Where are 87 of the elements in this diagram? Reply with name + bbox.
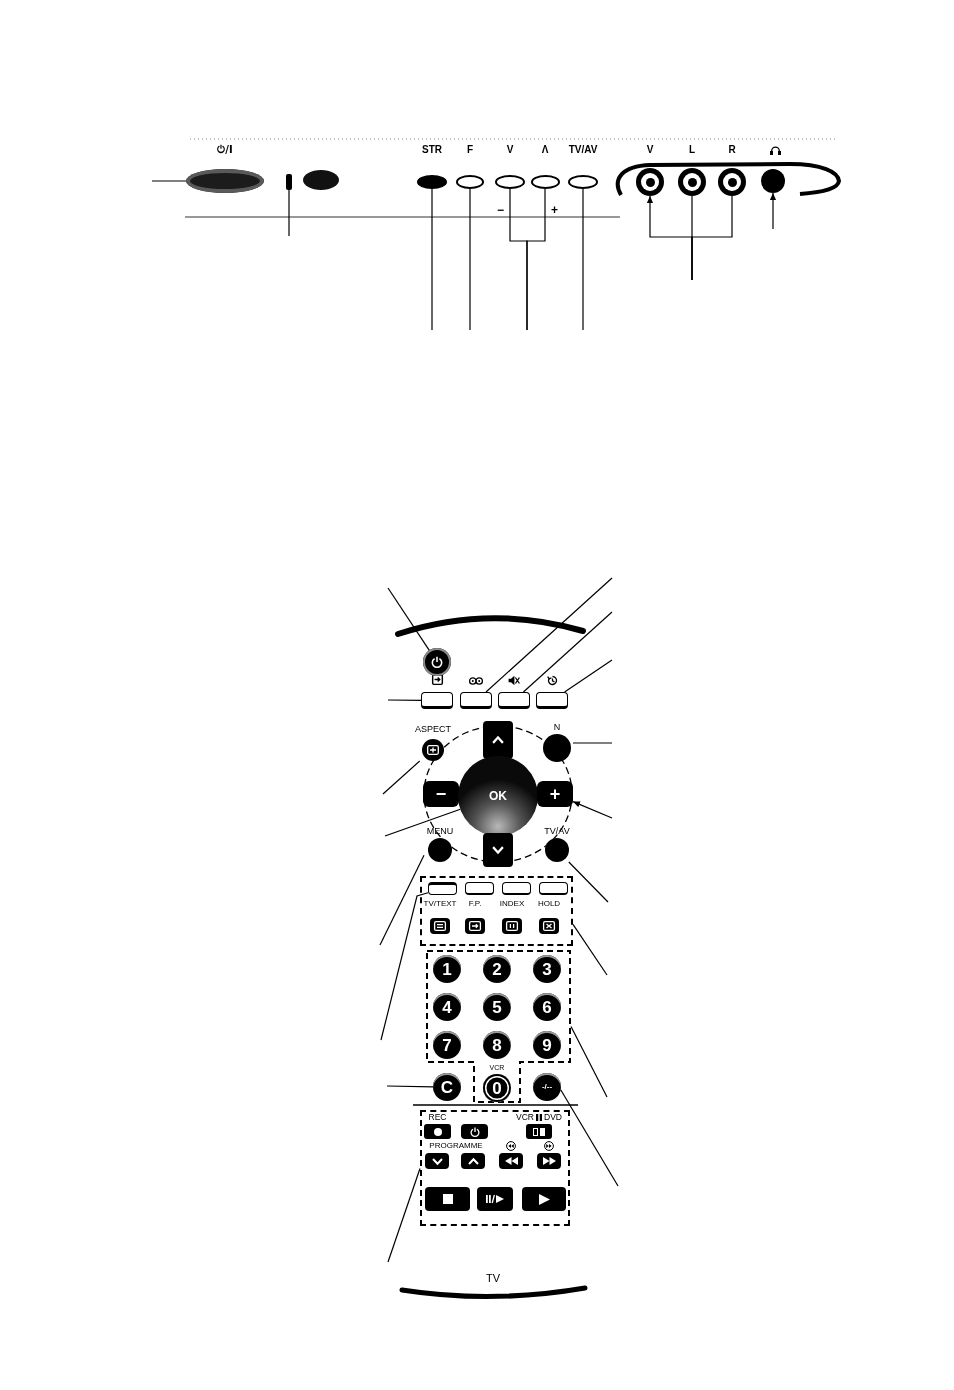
leader-line [387, 699, 422, 701]
remote-button [460, 692, 492, 709]
leader-line [386, 1085, 434, 1088]
remote-button [477, 1187, 513, 1211]
remote-button [461, 1153, 485, 1169]
key-label: HOLD [537, 899, 561, 909]
leader-line [151, 180, 187, 182]
leader-line [379, 854, 425, 946]
leader-line [387, 587, 430, 651]
remote-button [536, 692, 568, 709]
remote-button [425, 1153, 449, 1169]
key-label: ASPECT [415, 724, 451, 734]
key-label: TV/AV [568, 144, 598, 156]
leader-line [526, 188, 546, 331]
leader-line [570, 1025, 608, 1098]
key-label: MENU [426, 826, 454, 836]
remote-button [421, 692, 453, 709]
key-label: STR [422, 144, 442, 156]
remote-button [498, 692, 530, 709]
colour-button [502, 882, 531, 895]
keypad-button: 6 [533, 993, 561, 1021]
keypad-button: 3 [533, 955, 561, 983]
arrow-key: − [423, 781, 459, 807]
colour-button [539, 882, 568, 895]
remote-button [537, 1153, 561, 1169]
leader-line [380, 892, 429, 1041]
leader-line [560, 1089, 619, 1187]
key-label: TV/AV [544, 826, 570, 836]
power-button [423, 648, 451, 676]
key-label: Λ [541, 144, 549, 156]
key-label: ⏻/I [217, 144, 233, 156]
key-label: REC [428, 1112, 447, 1122]
leader-line [564, 659, 613, 693]
leader-line [691, 195, 733, 281]
keypad-button: 9 [533, 1031, 561, 1059]
leader-line [572, 923, 608, 976]
leader-line [485, 577, 613, 693]
leader-line [387, 1167, 421, 1263]
remote-button [461, 1124, 488, 1139]
button-group-outline [420, 876, 573, 946]
key-label: V [646, 144, 654, 156]
arrow-key [483, 721, 513, 759]
key-label: R [728, 144, 736, 156]
leader-line [288, 189, 290, 237]
keypad-button: -/-- [533, 1073, 561, 1101]
arrow-key: + [537, 781, 573, 807]
keypad-button: C [433, 1073, 461, 1101]
button-group-outline [420, 1110, 570, 1226]
key-label: F.P. [468, 899, 482, 909]
keypad-button: 2 [483, 955, 511, 983]
colour-button [465, 882, 494, 895]
keypad-button: 8 [483, 1031, 511, 1059]
arrow-key [483, 833, 513, 867]
key-label: DVD [544, 1112, 562, 1122]
leader-line [582, 188, 584, 331]
leader-line [431, 188, 433, 331]
headphone-jack [761, 169, 785, 193]
keypad-button: 7 [433, 1031, 461, 1059]
key-label: INDEX [499, 899, 525, 909]
leader-line [384, 808, 461, 837]
key-label: F [466, 144, 474, 156]
leader-line [382, 760, 421, 795]
leader-line [769, 192, 777, 230]
indicator-light [286, 174, 292, 190]
remote-button [425, 1187, 470, 1211]
leader-line [572, 742, 613, 744]
keypad-button: 4 [433, 993, 461, 1021]
keypad-button: 5 [483, 993, 511, 1021]
sign-label: − [496, 203, 505, 217]
leader-line [522, 611, 613, 693]
colour-button [428, 882, 457, 895]
leader-line [568, 861, 609, 903]
remote-button [499, 1153, 523, 1169]
leader-line [572, 801, 613, 819]
remote-button [522, 1187, 566, 1211]
key-label: N [553, 722, 561, 732]
key-label: TV/TEXT [423, 899, 457, 909]
keypad-button: 1 [433, 955, 461, 983]
key-label: L [688, 144, 696, 156]
leader-line [469, 188, 471, 331]
key-label: V [506, 144, 514, 156]
key-label: VCR [516, 1112, 534, 1122]
ok-button: OK [458, 756, 538, 836]
group-label: PROGRAMME [428, 1140, 484, 1151]
model-label: TV [484, 1272, 502, 1285]
keypad-button: 0 [483, 1074, 511, 1102]
sign-label: + [550, 203, 559, 217]
